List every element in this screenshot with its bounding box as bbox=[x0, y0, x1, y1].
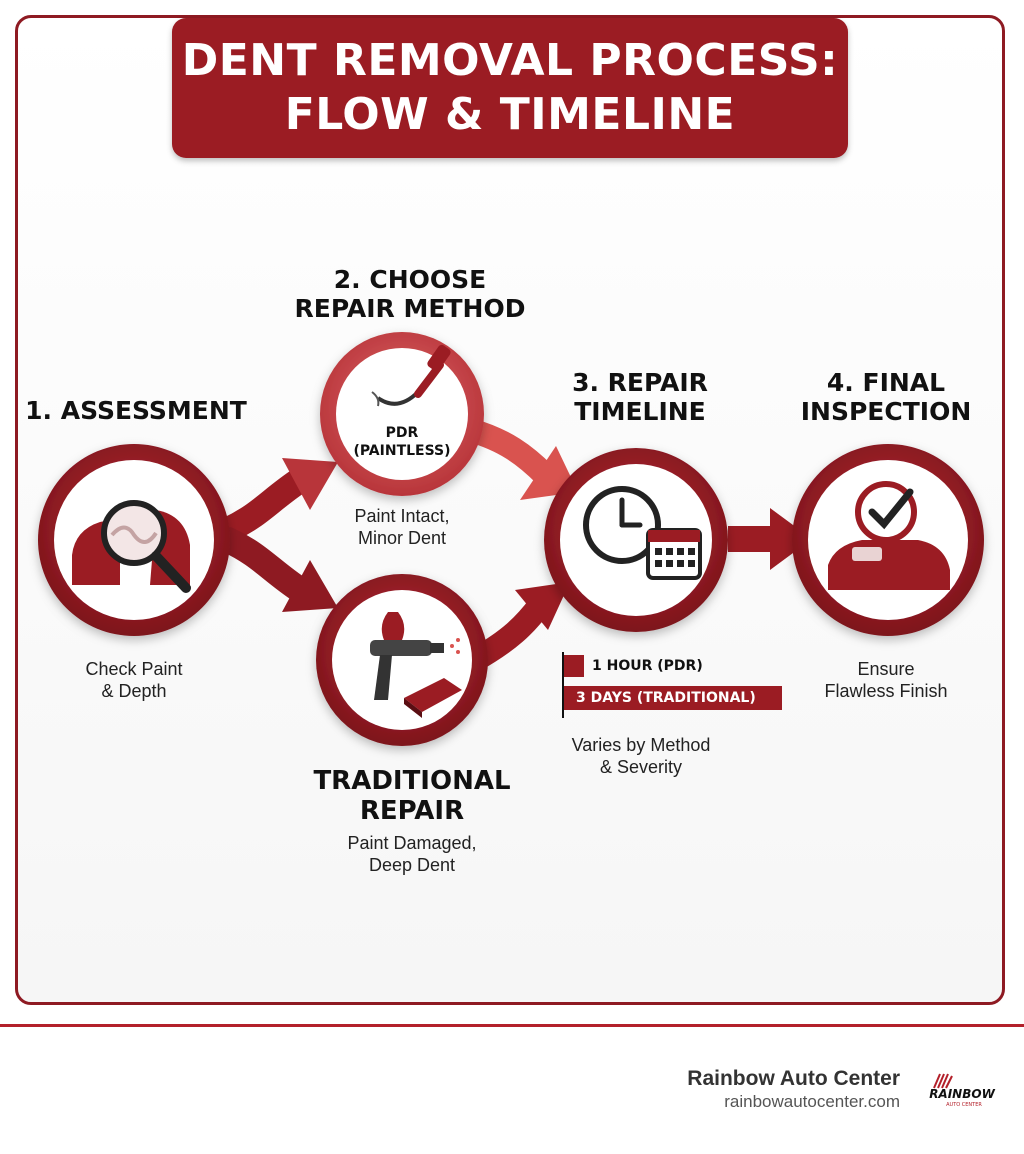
traditional-desc: Paint Damaged, Deep Dent bbox=[312, 832, 512, 876]
timeline-desc-line1: Varies by Method bbox=[571, 735, 711, 755]
inspection-label: 4. FINAL INSPECTION bbox=[786, 368, 986, 426]
assessment-desc-line1: Check Paint bbox=[85, 659, 183, 679]
timeline-bar-traditional: 3 DAYS (TRADITIONAL) bbox=[564, 686, 782, 710]
timeline-label-line1: 3. REPAIR bbox=[572, 368, 708, 397]
pdr-desc-line2: Minor Dent bbox=[357, 528, 447, 548]
car-checkmark-icon bbox=[828, 481, 950, 590]
traditional-desc-line1: Paint Damaged, bbox=[347, 833, 477, 853]
choose-label-line2: REPAIR METHOD bbox=[294, 294, 526, 323]
brand-url: rainbowautocenter.com bbox=[724, 1092, 900, 1111]
inspection-label-line2: INSPECTION bbox=[800, 397, 972, 426]
title-line-1: DENT REMOVAL PROCESS: bbox=[181, 35, 839, 86]
traditional-label-line1: TRADITIONAL bbox=[313, 766, 511, 796]
assessment-label: 1. ASSESSMENT bbox=[25, 396, 247, 425]
inspection-desc-line1: Ensure bbox=[857, 659, 915, 679]
clock-calendar-icon bbox=[583, 486, 702, 580]
assessment-desc-line2: & Depth bbox=[101, 681, 167, 701]
timeline-desc: Varies by Method & Severity bbox=[546, 734, 736, 778]
timeline-desc-line2: & Severity bbox=[599, 757, 683, 777]
arrow-timeline-to-inspection bbox=[728, 508, 812, 570]
assessment-desc: Check Paint & Depth bbox=[54, 658, 214, 702]
arrow-assessment-to-pdr bbox=[215, 458, 338, 543]
pdr-label-line2: (PAINTLESS) bbox=[353, 443, 451, 459]
traditional-label-line2: REPAIR bbox=[359, 796, 465, 826]
inspection-label-line1: 4. FINAL bbox=[826, 368, 946, 397]
footer-divider bbox=[0, 1024, 1024, 1027]
choose-label-line1: 2. CHOOSE bbox=[333, 265, 487, 294]
timeline-bar-pdr-label: 1 HOUR (PDR) bbox=[592, 658, 703, 674]
timeline-bar-pdr bbox=[564, 655, 584, 677]
arrow-assessment-to-traditional bbox=[215, 527, 338, 612]
logo-subtext: AUTO CENTER bbox=[946, 1102, 982, 1108]
rainbow-logo-icon: RAINBOW AUTO CENTER bbox=[929, 1073, 996, 1108]
pdr-label-line1: PDR bbox=[385, 425, 419, 441]
timeline-bar-traditional-label: 3 DAYS (TRADITIONAL) bbox=[576, 690, 756, 706]
arrow-traditional-to-timeline bbox=[463, 582, 570, 672]
spray-gun-icon bbox=[370, 612, 462, 718]
traditional-desc-line2: Deep Dent bbox=[368, 855, 456, 875]
inspection-desc-line2: Flawless Finish bbox=[824, 681, 948, 701]
title-banner: DENT REMOVAL PROCESS: FLOW & TIMELINE bbox=[172, 18, 848, 158]
pdr-node bbox=[320, 332, 484, 496]
pdr-label: PDR (PAINTLESS) bbox=[342, 424, 462, 460]
traditional-node bbox=[316, 574, 488, 746]
timeline-label-line2: TIMELINE bbox=[574, 397, 706, 426]
flow-diagram bbox=[38, 332, 984, 746]
pdr-desc-line1: Paint Intact, bbox=[354, 506, 450, 526]
pdr-tool-icon bbox=[371, 344, 451, 407]
logo-text: RAINBOW bbox=[929, 1087, 995, 1101]
brand-name: Rainbow Auto Center bbox=[687, 1067, 900, 1090]
car-magnifier-icon bbox=[72, 500, 191, 593]
traditional-label: TRADITIONAL REPAIR bbox=[282, 766, 542, 826]
choose-label: 2. CHOOSE REPAIR METHOD bbox=[270, 265, 550, 323]
pdr-desc: Paint Intact, Minor Dent bbox=[322, 505, 482, 549]
inspection-desc: Ensure Flawless Finish bbox=[796, 658, 976, 702]
title-line-2: FLOW & TIMELINE bbox=[284, 89, 736, 140]
timeline-label: 3. REPAIR TIMELINE bbox=[540, 368, 740, 426]
